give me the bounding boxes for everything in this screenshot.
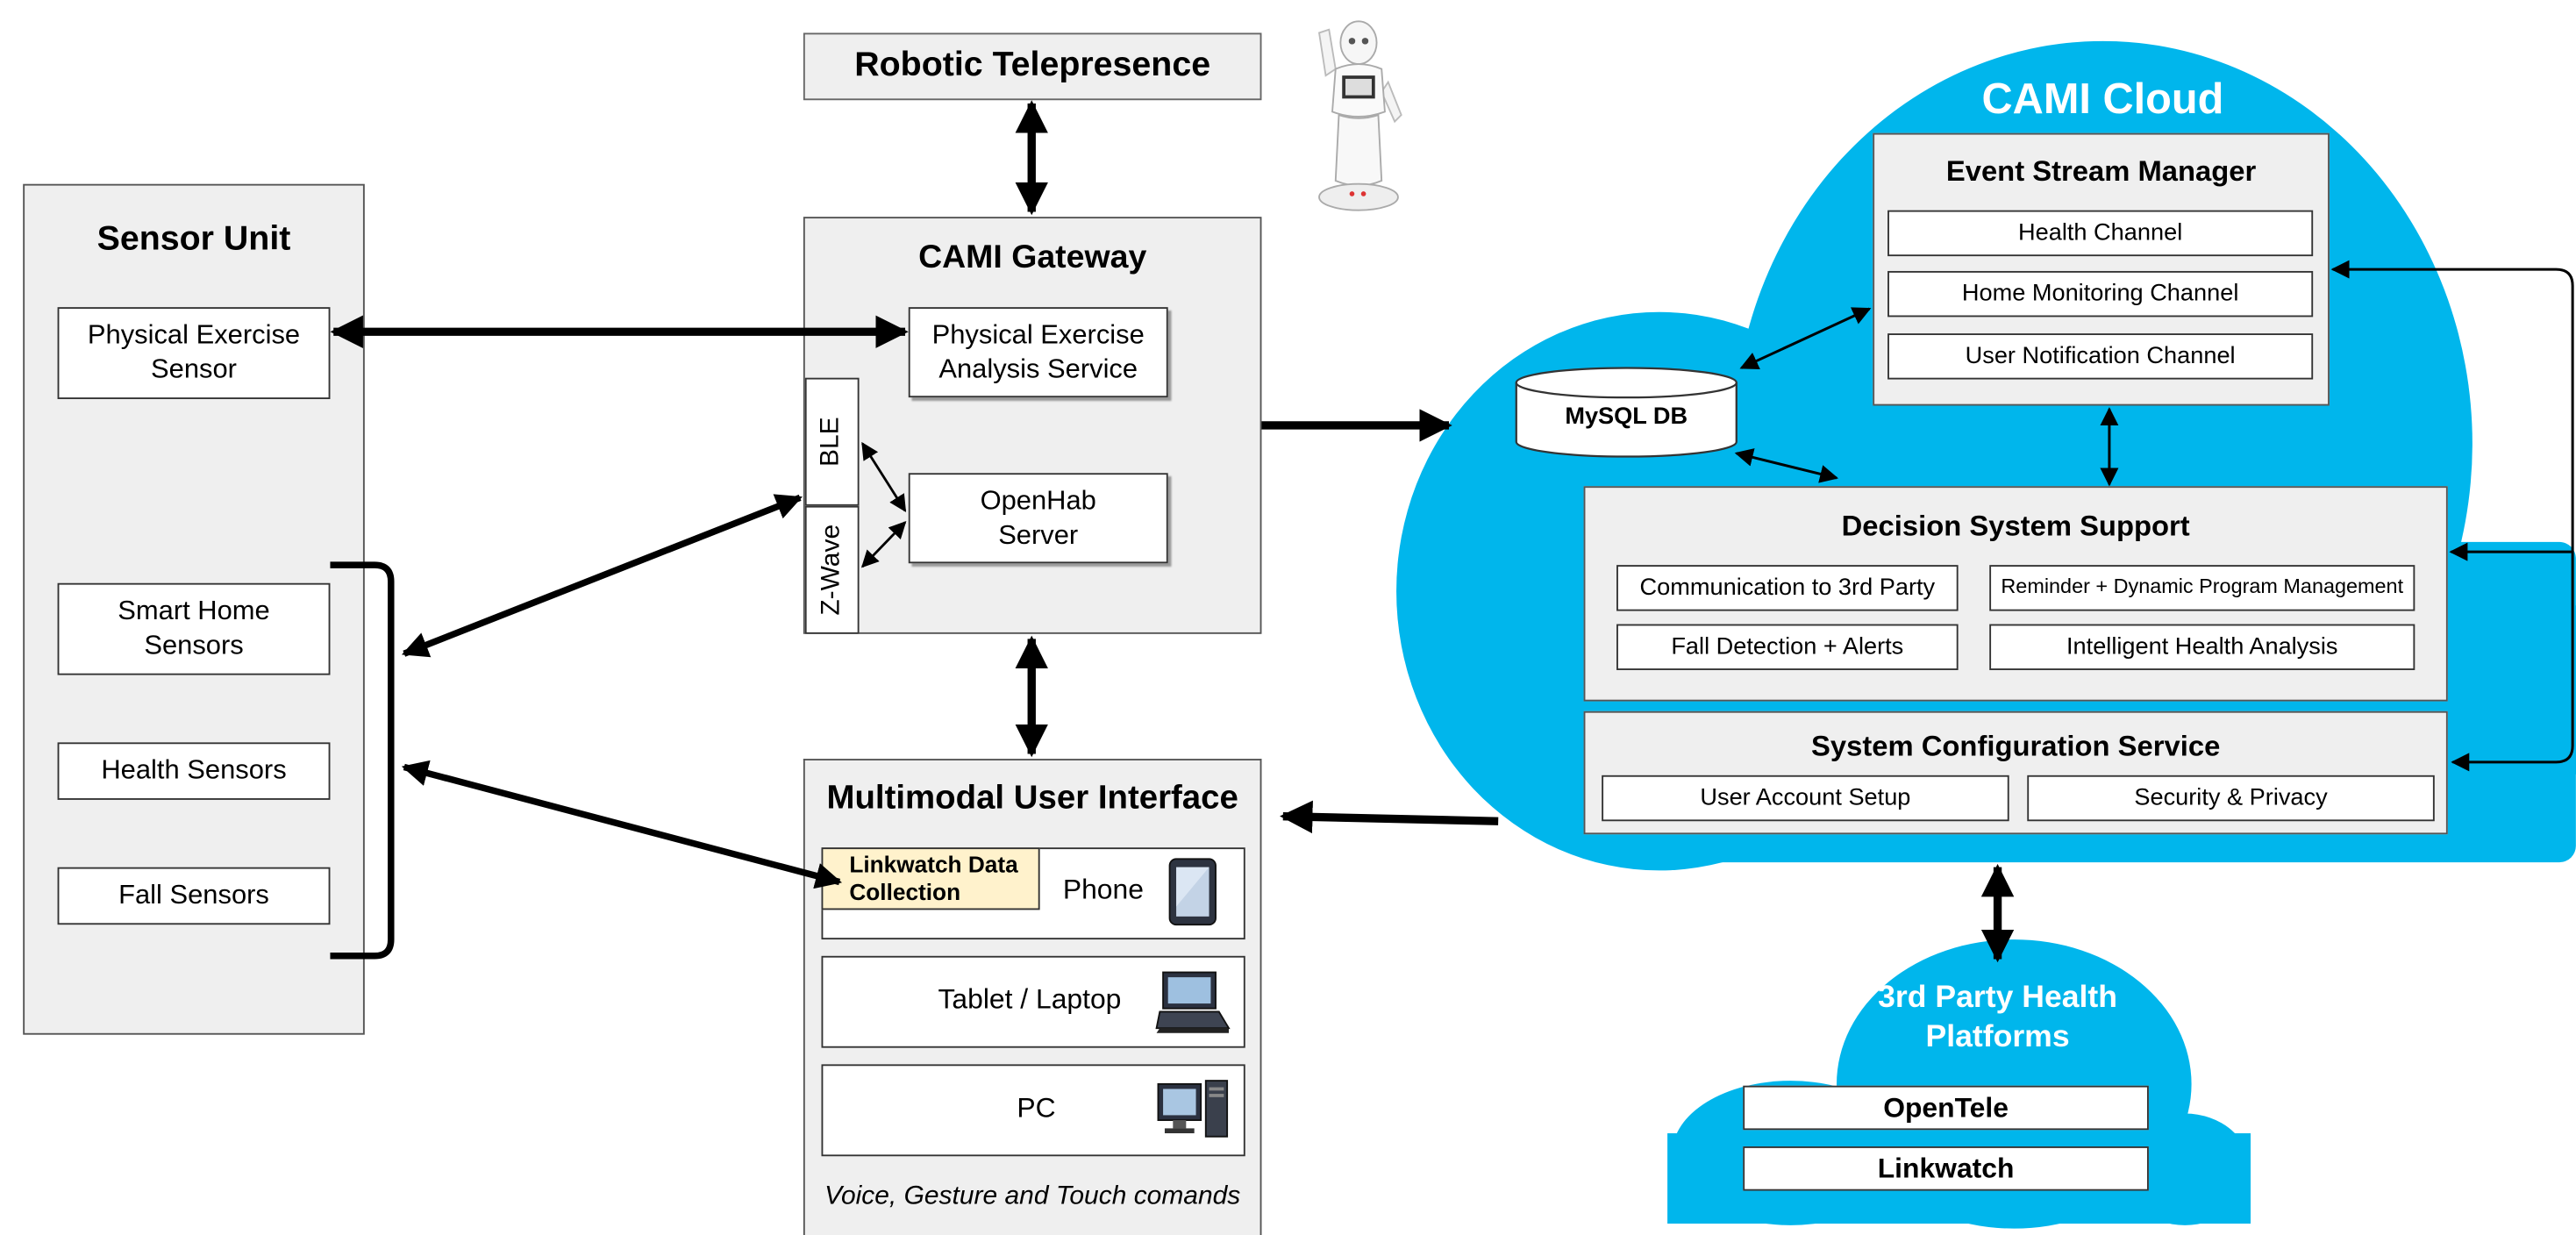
robotic-telepresence-box: Robotic Telepresence [803, 32, 1262, 101]
tablet-laptop-label: Tablet / Laptop [938, 983, 1122, 1016]
user-notification-channel: User Notification Channel [1887, 333, 2314, 380]
dss-title: Decision System Support [1841, 509, 2190, 542]
linkwatch-platform-box: Linkwatch [1743, 1146, 2149, 1191]
analysis-service-box: Physical Exercise Analysis Service [908, 307, 1168, 398]
smart-home-sensors: Smart Home Sensors [57, 582, 331, 675]
home-monitoring-channel: Home Monitoring Channel [1887, 270, 2314, 318]
arrow-sensors-linkwatch [401, 760, 843, 889]
fall-sensors: Fall Sensors [57, 867, 331, 925]
arrow-mysql-esm [1739, 307, 1872, 370]
linkwatch-label: Linkwatch Data Collection [849, 851, 1018, 905]
mysql-db-label: MySQL DB [1565, 403, 1688, 431]
cloud-title: CAMI Cloud [1981, 74, 2224, 124]
security-privacy: Security & Privacy [2027, 775, 2435, 822]
sensor-group-bracket [330, 561, 395, 960]
arrow-cloud-mui [1280, 800, 1499, 834]
intelligent-health-analysis: Intelligent Health Analysis [1989, 624, 2415, 670]
ble-box: BLE [804, 377, 860, 506]
health-channel: Health Channel [1887, 210, 2314, 257]
gateway-title: CAMI Gateway [918, 239, 1147, 276]
esm-title: Event Stream Manager [1945, 154, 2257, 188]
third-party-title: 3rd Party Health Platforms [1878, 980, 2118, 1054]
mui-title: Multimodal User Interface [826, 778, 1238, 817]
user-account-setup: User Account Setup [1602, 775, 2009, 822]
mysql-db-cylinder [1515, 367, 1738, 458]
fall-detection-alerts: Fall Detection + Alerts [1616, 624, 1959, 670]
scs-title: System Configuration Service [1811, 729, 2221, 762]
zwave-box: Z-Wave [804, 505, 860, 634]
robotic-telepresence-label: Robotic Telepresence [854, 46, 1211, 85]
phone-icon [1168, 858, 1217, 926]
physical-exercise-sensor: Physical Exercise Sensor [57, 307, 331, 400]
feedback-loop-line [2330, 260, 2574, 772]
health-sensors: Health Sensors [57, 742, 331, 800]
pc-icon [1157, 1080, 1229, 1138]
opentele-box: OpenTele [1743, 1085, 2149, 1131]
openhab-server-box: OpenHab Server [908, 473, 1168, 564]
robot-icon [1317, 20, 1402, 211]
arrow-sensors-zwave [401, 494, 803, 658]
arrow-zwave-openhab [860, 521, 907, 568]
communication-third-party: Communication to 3rd Party [1616, 565, 1959, 611]
arrow-mysql-dss [1734, 448, 1839, 483]
commands-label: Voice, Gesture and Touch comands [824, 1182, 1241, 1211]
laptop-icon [1155, 971, 1231, 1033]
phone-label: Phone [1062, 874, 1144, 905]
sensor-unit-title: Sensor Unit [96, 219, 291, 258]
arrow-ble-openhab [861, 441, 907, 513]
pc-label: PC [1017, 1092, 1056, 1124]
